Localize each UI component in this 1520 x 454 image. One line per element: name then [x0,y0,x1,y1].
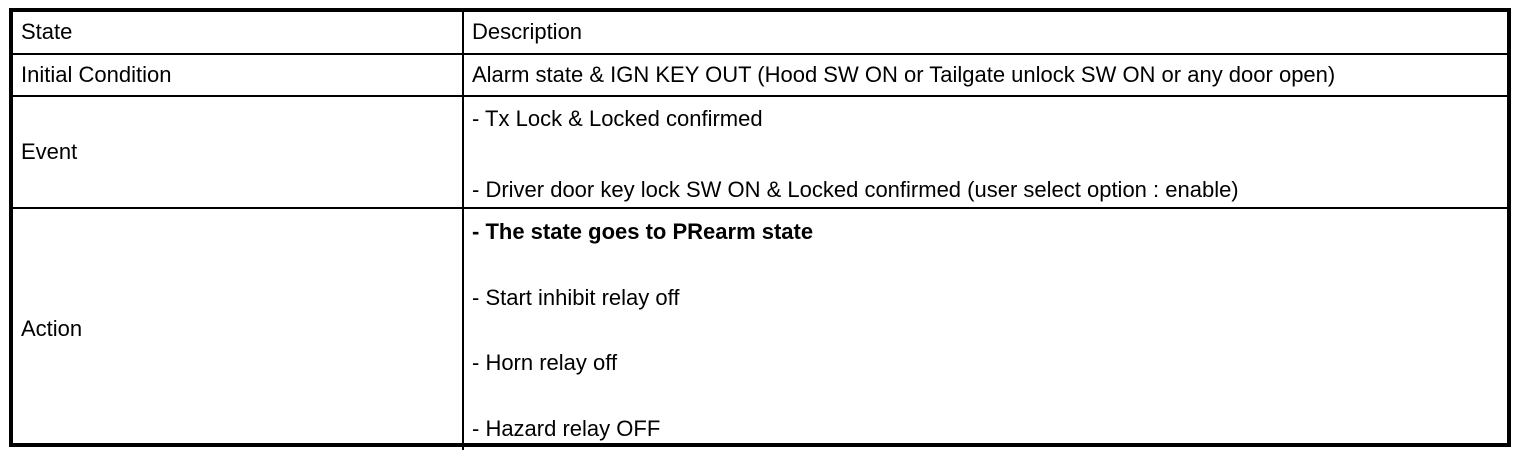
list-item: - Driver door key lock SW ON & Locked co… [472,176,1239,202]
list-item: - Horn relay off [472,350,618,376]
action-items-wrapper: - The state goes to PRearm state - Start… [464,209,1507,450]
header-cell-description: Description [462,12,1507,55]
cell-state-initial-condition: Initial Condition [13,53,464,97]
cell-description-action: - The state goes to PRearm state - Start… [462,207,1507,450]
state-label-initial-condition: Initial Condition [21,61,172,87]
header-label-state: State [21,19,73,45]
event-items-wrapper: - Tx Lock & Locked confirmed - Driver do… [464,97,1507,207]
list-item: - The state goes to PRearm state [472,219,814,244]
cell-description-event: - Tx Lock & Locked confirmed - Driver do… [462,95,1507,209]
list-item: - Tx Lock & Locked confirmed [472,106,763,131]
state-description-table: State Description Initial Condition Alar… [13,12,1507,450]
list-item: - Hazard relay OFF [472,415,661,441]
state-label-action: Action [21,316,83,342]
header-cell-state: State [13,12,464,55]
description-initial-condition: Alarm state & IGN KEY OUT (Hood SW ON or… [472,61,1336,87]
state-table-container: State Description Initial Condition Alar… [9,8,1511,450]
cell-description-initial-condition: Alarm state & IGN KEY OUT (Hood SW ON or… [462,53,1507,97]
action-item-list: - The state goes to PRearm state - Start… [472,219,1501,442]
table-header-row: State Description [13,12,1507,55]
state-label-event: Event [21,138,78,164]
cell-state-action: Action [13,207,464,450]
event-item-list: - Tx Lock & Locked confirmed - Driver do… [472,106,1501,202]
list-item: - Start inhibit relay off [472,284,680,310]
header-label-description: Description [472,19,583,45]
cell-state-event: Event [13,95,464,209]
table-row-event: Event - Tx Lock & Locked confirmed - Dri… [13,95,1507,209]
table-row-action: Action - The state goes to PRearm state … [13,207,1507,450]
table-row-initial-condition: Initial Condition Alarm state & IGN KEY … [13,53,1507,97]
